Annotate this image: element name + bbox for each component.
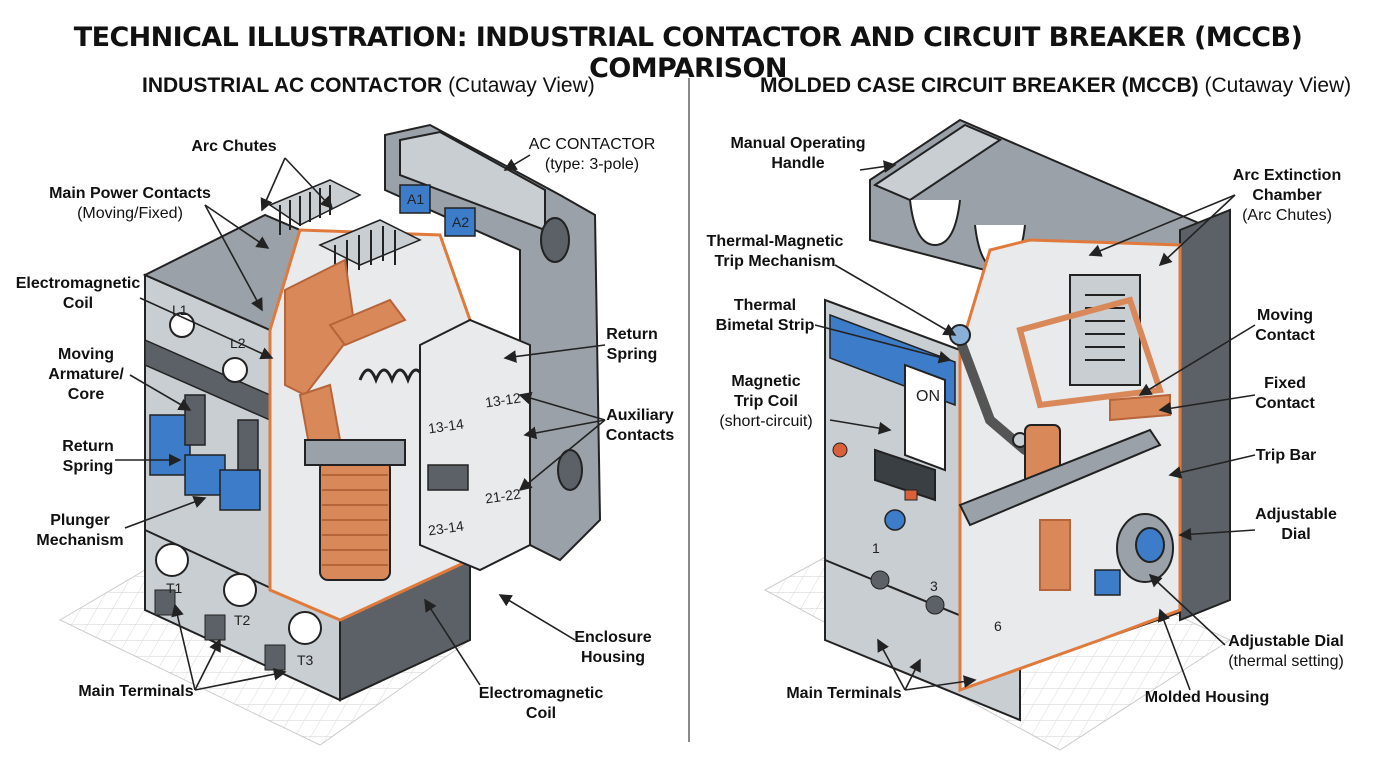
- marking-on: ON: [916, 388, 940, 405]
- label-main-terminals-left: Main Terminals: [78, 683, 194, 700]
- ac-contactor-illustration: [58, 123, 602, 746]
- mccb-terminal-3: [925, 595, 945, 615]
- label-trip-bar: Trip Bar: [1255, 447, 1317, 464]
- right-panel-heading: MOLDED CASE CIRCUIT BREAKER (MCCB) (Cuta…: [760, 74, 1351, 98]
- label-fixed-contact: Fixed Contact: [1255, 375, 1315, 412]
- marking-terminal-6: 6: [994, 618, 1002, 634]
- right-heading-main: MOLDED CASE CIRCUIT BREAKER (MCCB): [760, 74, 1199, 97]
- terminal-t3: [288, 611, 322, 645]
- label-adjustable-dial-thermal-setting: Adjustable Dial (thermal setting): [1228, 633, 1344, 670]
- terminal-t1: [155, 543, 189, 577]
- leader-lines-right: [814, 160, 1256, 691]
- label-plunger-mechanism: Plunger Mechanism: [36, 512, 124, 549]
- label-manual-operating-handle: Manual Operating Handle: [730, 135, 866, 172]
- marking-t3: T3: [297, 652, 314, 668]
- label-thermal-bimetal-strip: Thermal Bimetal Strip: [715, 297, 815, 334]
- left-heading-suffix: (Cutaway View): [448, 74, 595, 97]
- auxiliary-contact-block: [419, 318, 531, 572]
- label-electromagnetic-coil-top: Electromagnetic Coil: [15, 275, 141, 312]
- label-ac-contactor: AC CONTACTOR (type: 3-pole): [528, 136, 656, 173]
- left-armature-block: [149, 414, 191, 476]
- marking-terminal-1: 1: [872, 540, 880, 556]
- label-moving-contact: Moving Contact: [1255, 307, 1315, 344]
- label-auxiliary-contacts: Auxiliary Contacts: [605, 407, 675, 444]
- adjustable-dial: [1116, 513, 1174, 583]
- trip-bar: [958, 428, 1162, 527]
- panel-divider: [688, 78, 690, 742]
- mccb-illustration: [763, 118, 1232, 751]
- label-molded-housing: Molded Housing: [1144, 689, 1270, 706]
- fixed-contact: [1109, 393, 1171, 422]
- label-return-spring-right: Return Spring: [606, 326, 658, 363]
- right-heading-suffix: (Cutaway View): [1204, 74, 1352, 97]
- main-contact-busbar: [284, 258, 357, 397]
- front-dial: [884, 509, 906, 531]
- label-moving-armature: Moving Armature/ Core: [48, 346, 124, 403]
- manual-operating-handle: [904, 363, 946, 472]
- arc-extinction-chamber: [1069, 274, 1141, 386]
- label-main-power-contacts: Main Power Contacts (Moving/Fixed): [49, 185, 211, 222]
- left-heading-main: INDUSTRIAL AC CONTACTOR: [142, 74, 443, 97]
- label-return-spring-left: Return Spring: [62, 438, 114, 475]
- marking-a1: A1: [407, 191, 425, 207]
- marking-l1: L1: [172, 302, 188, 318]
- page-title: TECHNICAL ILLUSTRATION: INDUSTRIAL CONTA…: [73, 22, 1303, 84]
- marking-t1: T1: [166, 580, 183, 596]
- label-arc-chutes: Arc Chutes: [191, 138, 277, 155]
- label-adjustable-dial: Adjustable Dial: [1255, 506, 1337, 543]
- marking-a2: A2: [452, 214, 470, 230]
- marking-t2: T2: [234, 612, 251, 628]
- label-enclosure-housing: Enclosure Housing: [574, 629, 652, 666]
- label-magnetic-trip-coil: Magnetic Trip Coil (short-circuit): [719, 373, 813, 430]
- marking-terminal-3: 3: [930, 578, 938, 594]
- coil-terminal-a1: [399, 184, 431, 214]
- label-electromagnetic-coil-bottom: Electromagnetic Coil: [478, 685, 604, 722]
- mccb-terminal-1: [870, 570, 890, 590]
- coil-terminal-a2: [444, 207, 476, 237]
- arc-chute-stack-1: [268, 179, 362, 235]
- marking-l2: L2: [230, 335, 246, 351]
- left-panel-heading: INDUSTRIAL AC CONTACTOR (Cutaway View): [142, 74, 595, 98]
- arc-chute-stack-2: [318, 219, 422, 280]
- leader-lines-left: [115, 154, 606, 691]
- terminal-t2: [223, 573, 257, 607]
- label-arc-extinction-chamber: Arc Extinction Chamber (Arc Chutes): [1232, 167, 1342, 224]
- label-thermal-magnetic-trip: Thermal-Magnetic Trip Mechanism: [706, 233, 844, 270]
- label-main-terminals-right: Main Terminals: [786, 685, 902, 702]
